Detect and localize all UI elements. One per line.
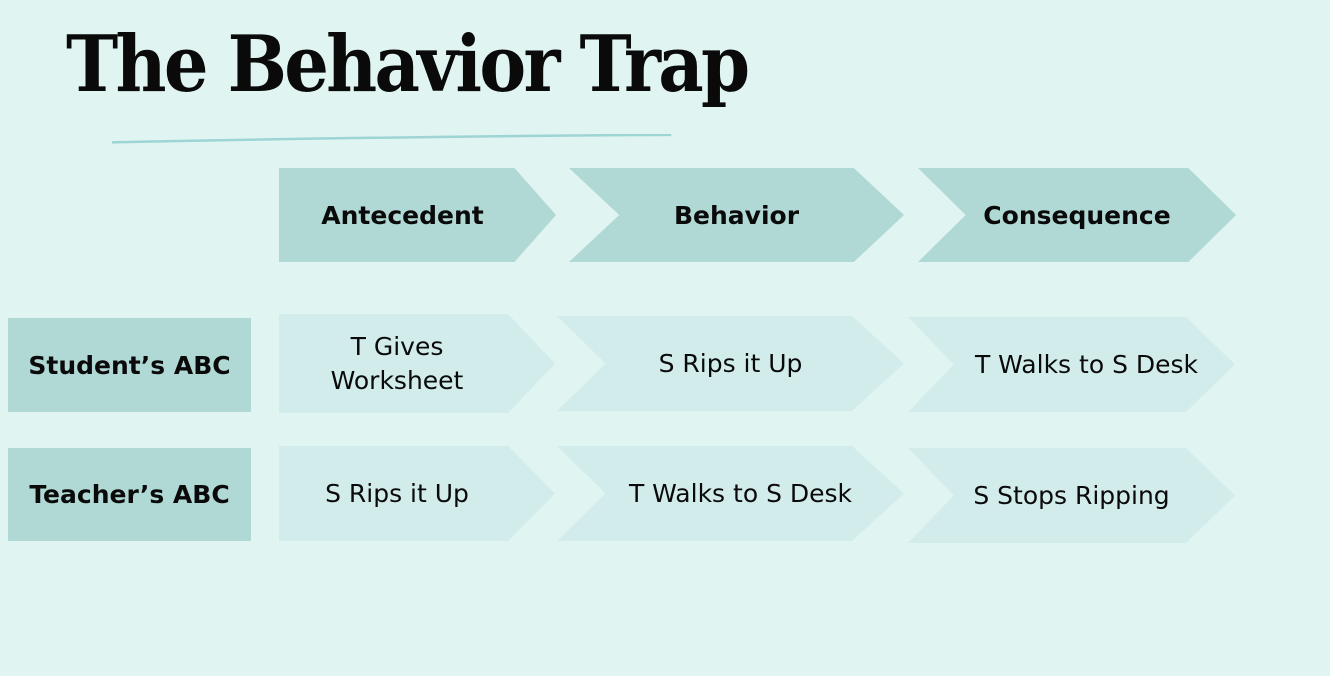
- header-consequence: Consequence: [918, 168, 1236, 262]
- header-consequence-label: Consequence: [983, 200, 1171, 230]
- row-label-student-text: Student’s ABC: [28, 350, 231, 380]
- title-underline: [112, 134, 672, 144]
- student-consequence-cell: T Walks to S Desk: [908, 317, 1235, 412]
- header-antecedent: Antecedent: [279, 168, 556, 262]
- row-label-student: Student’s ABC: [8, 318, 251, 412]
- header-behavior: Behavior: [569, 168, 904, 262]
- header-behavior-label: Behavior: [673, 200, 800, 230]
- student-consequence-text: T Walks to S Desk: [974, 349, 1199, 379]
- student-behavior-text: S Rips it Up: [658, 348, 803, 378]
- row-label-teacher-text: Teacher’s ABC: [29, 480, 230, 509]
- teacher-behavior-cell: T Walks to S Desk: [557, 446, 904, 541]
- student-antecedent-cell: T Gives Worksheet: [279, 314, 555, 413]
- teacher-antecedent-cell: S Rips it Up: [279, 446, 555, 541]
- teacher-consequence-text: S Stops Ripping: [973, 480, 1170, 510]
- teacher-antecedent-text: S Rips it Up: [325, 478, 469, 508]
- header-antecedent-label: Antecedent: [321, 200, 484, 230]
- teacher-behavior-text: T Walks to S Desk: [628, 478, 853, 508]
- page-title: The Behavior Trap: [66, 19, 750, 110]
- teacher-consequence-cell: S Stops Ripping: [908, 448, 1235, 543]
- student-behavior-cell: S Rips it Up: [557, 316, 904, 411]
- student-antecedent-text: T Gives Worksheet: [330, 331, 464, 395]
- row-label-teacher: Teacher’s ABC: [8, 448, 251, 541]
